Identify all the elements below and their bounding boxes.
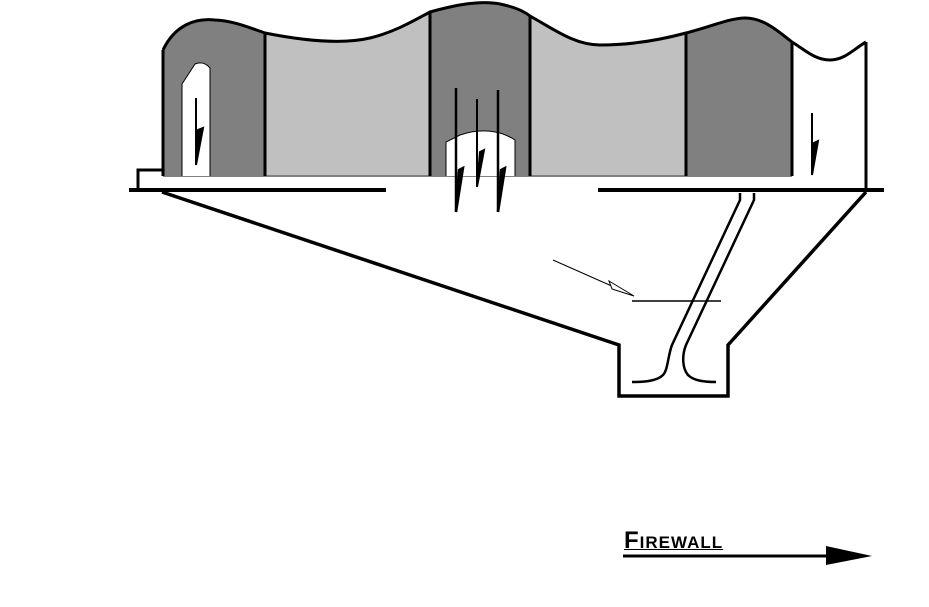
stack-3b: [476, 99, 486, 188]
panel-4-light: [530, 16, 686, 175]
panel-5-dark: [686, 18, 792, 175]
firewall-label: Firewall: [624, 527, 724, 554]
pointer-arrowhead: [608, 279, 635, 297]
drain-tube: [631, 193, 756, 384]
panel-2-light: [265, 12, 430, 175]
stack-3a: [454, 88, 465, 213]
stack-6: [811, 113, 820, 176]
panel-1-dark: [163, 19, 265, 176]
arrow-right-icon: [826, 546, 872, 565]
stack-3c: [496, 90, 507, 213]
left-step: [136, 168, 163, 190]
stack-1: [195, 98, 205, 166]
funnel-left-wall: [161, 190, 868, 398]
